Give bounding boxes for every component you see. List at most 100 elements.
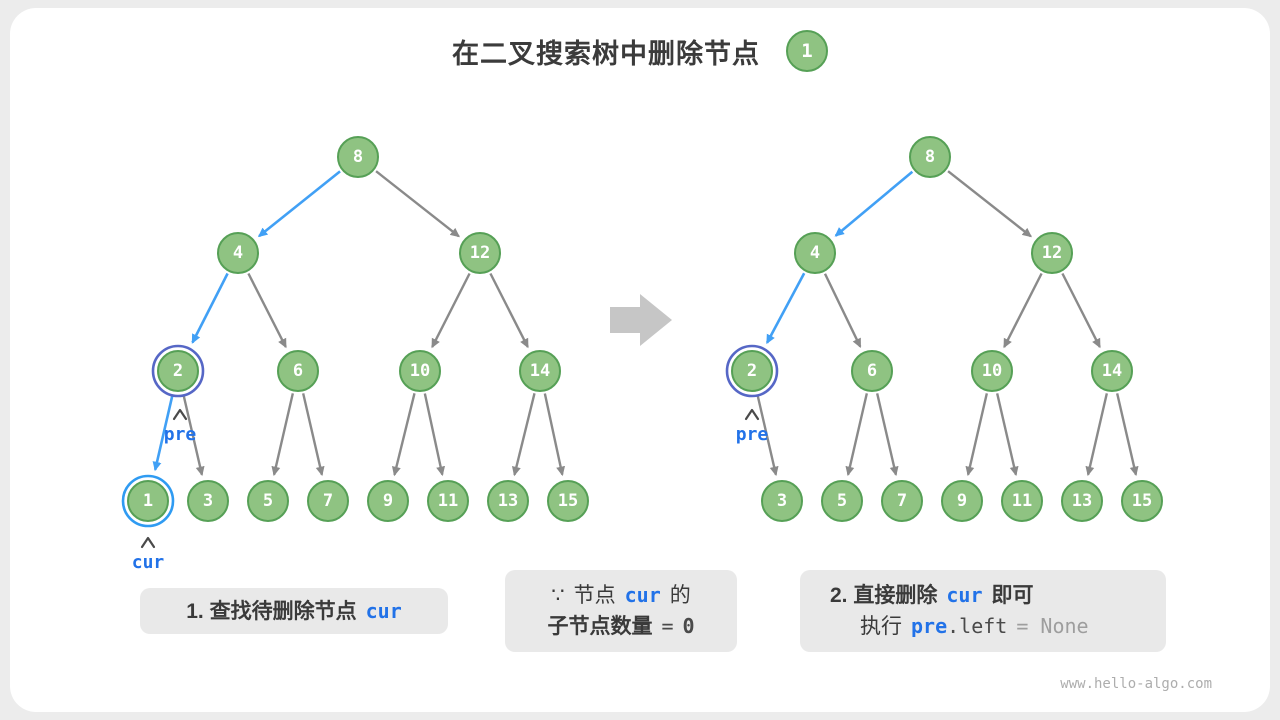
node-circle bbox=[399, 350, 441, 392]
watermark: www.hello-algo.com bbox=[1060, 676, 1212, 692]
caption-step2: 2. 直接删除 cur 即可 执行 pre.left = None bbox=[800, 570, 1166, 652]
tree-edge bbox=[182, 393, 205, 477]
caption-step1-code-cur: cur bbox=[365, 598, 402, 623]
tree-edge bbox=[756, 393, 779, 477]
tree-edge bbox=[765, 272, 806, 345]
tree-node: 8 bbox=[909, 136, 951, 178]
tree-node: 7 bbox=[881, 480, 923, 522]
node-value: 10 bbox=[982, 361, 1002, 381]
tree-node: 1 bbox=[121, 474, 175, 528]
tree-edge bbox=[375, 170, 460, 238]
node-value: 14 bbox=[1102, 361, 1122, 381]
caption-step2-exec-text: 执行 bbox=[860, 615, 902, 638]
node-value: 9 bbox=[957, 491, 967, 511]
tree-edge bbox=[845, 393, 868, 477]
caption-cond-children-text: 子节点数量 bbox=[547, 615, 653, 638]
tree-edge bbox=[511, 393, 536, 477]
node-circle bbox=[277, 350, 319, 392]
tree-node: 11 bbox=[1001, 480, 1043, 522]
caption-step2-code-expr: pre.left bbox=[911, 611, 1007, 642]
caption-cond-suffix: 的 bbox=[669, 584, 691, 607]
tree-node: 13 bbox=[487, 480, 529, 522]
tree-edge bbox=[191, 272, 229, 344]
equals-sign: = bbox=[661, 614, 674, 638]
caption-step2-text: 2. 直接删除 bbox=[830, 584, 938, 607]
tree-edge bbox=[302, 393, 325, 477]
caption-step1-text: 1. 查找待删除节点 bbox=[186, 599, 357, 623]
tree-node: 2 bbox=[725, 344, 779, 398]
pointer-label-cur: cur bbox=[132, 552, 165, 573]
tree-node: 4 bbox=[794, 232, 836, 274]
pointer-caret-icon bbox=[172, 408, 188, 421]
node-value: 2 bbox=[173, 361, 183, 381]
node-value: 6 bbox=[293, 361, 303, 381]
caption-condition: ∵ 节点 cur 的 子节点数量 = 0 bbox=[505, 570, 737, 652]
node-value: 8 bbox=[925, 147, 935, 167]
node-value: 5 bbox=[837, 491, 847, 511]
tree-edge bbox=[391, 393, 416, 477]
node-circle bbox=[1031, 232, 1073, 274]
tree-edge bbox=[1085, 393, 1108, 477]
tree-node: 6 bbox=[851, 350, 893, 392]
node-circle bbox=[881, 480, 923, 522]
node-value: 13 bbox=[1072, 491, 1092, 511]
pointer-label-pre: pre bbox=[736, 424, 769, 445]
tree-node: 3 bbox=[761, 480, 803, 522]
code-assign-none: = None bbox=[1016, 614, 1089, 638]
node-circle bbox=[157, 350, 199, 392]
node-circle bbox=[547, 480, 589, 522]
tree-edge bbox=[965, 393, 988, 477]
caption-cond-code-cur: cur bbox=[624, 583, 661, 607]
tree-edge bbox=[996, 393, 1019, 477]
tree-edge bbox=[489, 272, 529, 349]
node-value: 15 bbox=[1132, 491, 1152, 511]
node-value: 10 bbox=[410, 361, 430, 381]
node-value: 6 bbox=[867, 361, 877, 381]
node-value: 12 bbox=[470, 243, 490, 263]
tree-edge bbox=[947, 170, 1032, 238]
right-tree: 8 4 12 2 6 10 14 3 5 7 9 11 13 15 pre bbox=[725, 136, 1163, 522]
tree-edge bbox=[823, 273, 862, 349]
node-value: 2 bbox=[747, 361, 757, 381]
node-circle bbox=[1121, 480, 1163, 522]
tree-node: 10 bbox=[971, 350, 1013, 392]
caption-step2-code-cur: cur bbox=[946, 583, 983, 607]
node-circle bbox=[909, 136, 951, 178]
node-value: 3 bbox=[777, 491, 787, 511]
tree-node: 14 bbox=[1091, 350, 1133, 392]
node-circle bbox=[731, 350, 773, 392]
tree-node: 4 bbox=[217, 232, 259, 274]
tree-node: 12 bbox=[459, 232, 501, 274]
tree-edge bbox=[1116, 393, 1139, 477]
node-circle bbox=[217, 232, 259, 274]
node-circle bbox=[247, 480, 289, 522]
caption-step1: 1. 查找待删除节点 cur bbox=[140, 588, 448, 634]
pointer-caret-icon bbox=[744, 408, 760, 421]
tree-node: 15 bbox=[547, 480, 589, 522]
step-badge-number: 1 bbox=[801, 40, 813, 62]
tree-edge bbox=[431, 272, 471, 349]
tree-node: 5 bbox=[247, 480, 289, 522]
node-circle bbox=[851, 350, 893, 392]
tree-edge bbox=[152, 393, 175, 472]
node-circle bbox=[519, 350, 561, 392]
node-value: 12 bbox=[1042, 243, 1062, 263]
node-value: 9 bbox=[383, 491, 393, 511]
transform-arrow-icon bbox=[610, 294, 672, 346]
caption-step2-suffix: 即可 bbox=[991, 584, 1034, 607]
tree-node: 13 bbox=[1061, 480, 1103, 522]
node-value: 13 bbox=[498, 491, 518, 511]
node-value: 11 bbox=[438, 491, 458, 511]
tree-node: 2 bbox=[151, 344, 205, 398]
node-circle bbox=[971, 350, 1013, 392]
node-value: 5 bbox=[263, 491, 273, 511]
node-circle bbox=[821, 480, 863, 522]
because-symbol: ∵ bbox=[551, 584, 565, 607]
node-circle bbox=[337, 136, 379, 178]
tree-node: 7 bbox=[307, 480, 349, 522]
node-value: 4 bbox=[810, 243, 820, 263]
node-value: 8 bbox=[353, 147, 363, 167]
tree-node: 14 bbox=[519, 350, 561, 392]
